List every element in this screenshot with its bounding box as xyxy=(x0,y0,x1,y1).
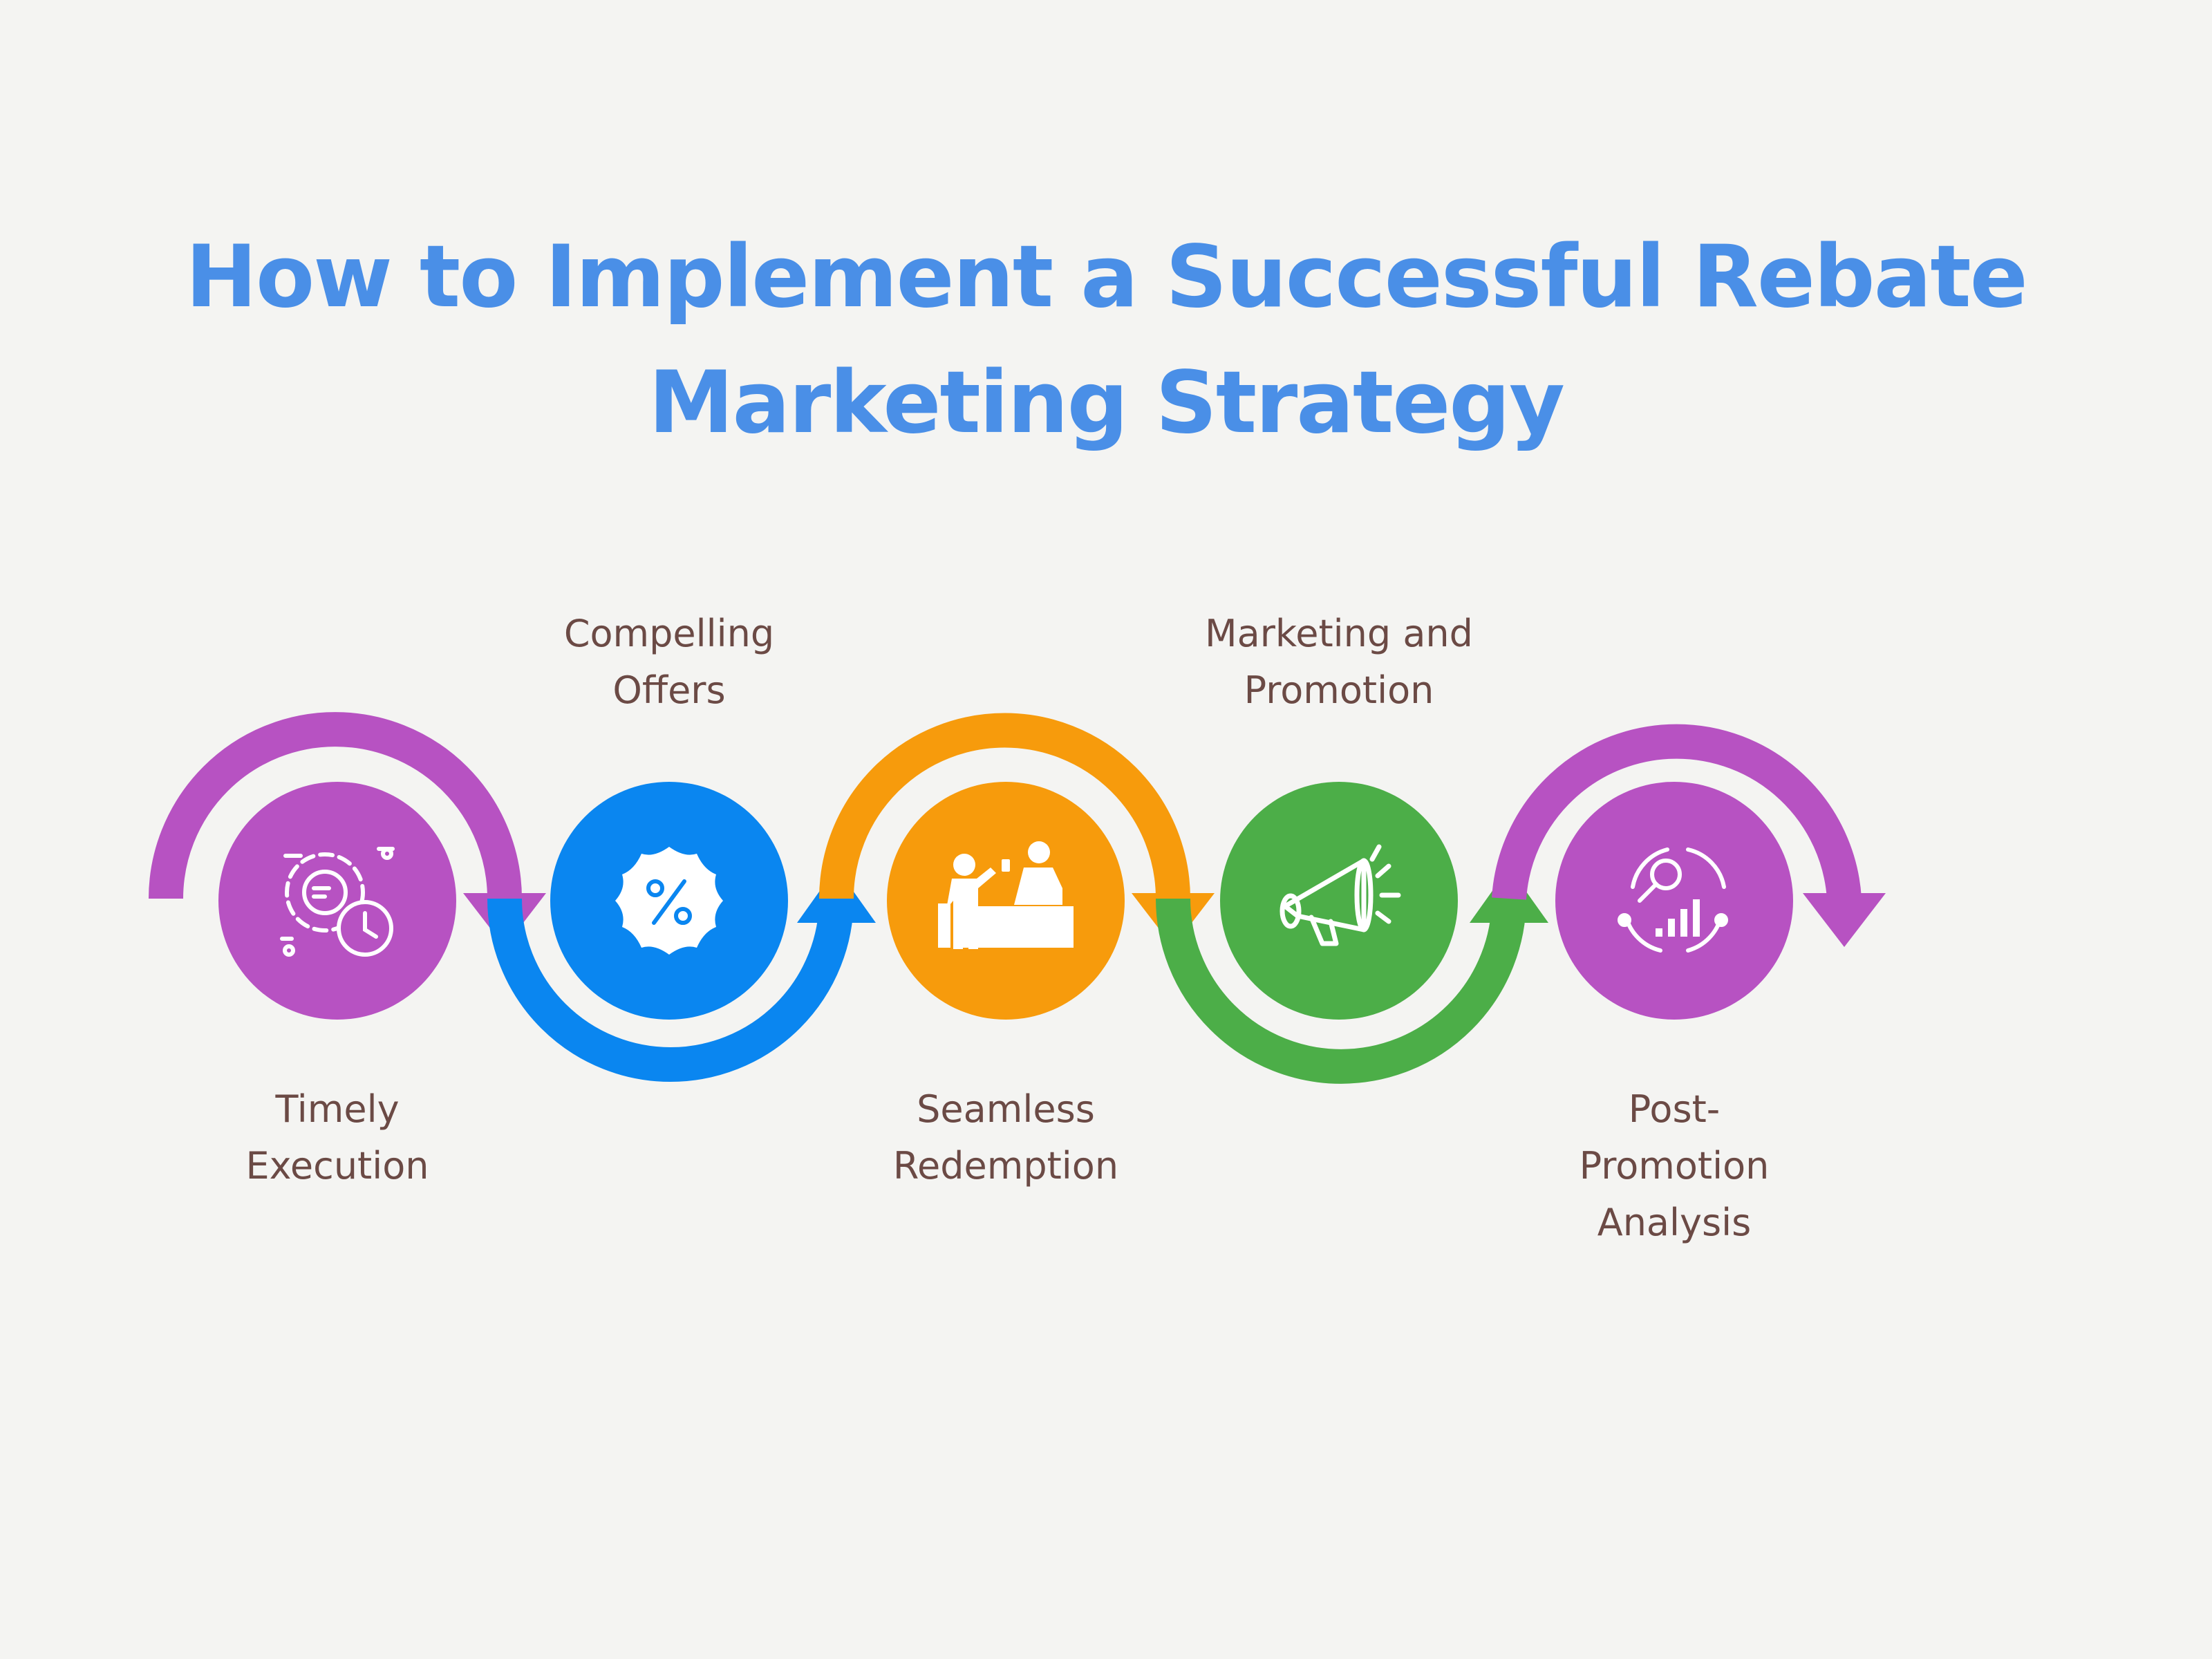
step-label-line: Promotion xyxy=(1244,668,1434,712)
step-label-3: Seamless Redemption xyxy=(826,1081,1185,1194)
step-label-line: Offers xyxy=(612,668,726,712)
counter-service-icon xyxy=(938,841,1074,949)
title-line-1: How to Implement a Successful Rebate xyxy=(185,227,2028,327)
step-label-line: Analysis xyxy=(1597,1201,1752,1244)
step-label-1: Timely Execution xyxy=(158,1081,517,1194)
step-label-line: Compelling xyxy=(563,612,775,655)
step-label-2: Compelling Offers xyxy=(489,606,849,719)
step-label-4: Marketing and Promotion xyxy=(1159,606,1519,719)
gear-clock-icon xyxy=(280,847,395,957)
megaphone-icon xyxy=(1280,844,1401,946)
step-label-5: Post- Promotion Analysis xyxy=(1494,1081,1854,1251)
step-label-line: Post- xyxy=(1628,1087,1721,1131)
step-circle-3 xyxy=(887,782,1125,1020)
step-label-line: Timely xyxy=(275,1087,400,1131)
analytics-cycle-icon xyxy=(1618,847,1728,953)
page-title: How to Implement a Successful Rebate Mar… xyxy=(0,214,2212,466)
step-label-line: Execution xyxy=(245,1144,429,1188)
step-circle-4 xyxy=(1220,782,1458,1020)
step-label-line: Marketing and xyxy=(1205,612,1473,655)
step-circle-5 xyxy=(1555,782,1793,1020)
step-label-line: Redemption xyxy=(892,1144,1119,1188)
step-label-line: Promotion xyxy=(1579,1144,1770,1188)
percent-badge-icon xyxy=(615,847,723,955)
title-line-2: Marketing Strategy xyxy=(648,353,1565,453)
step-circle-1 xyxy=(218,782,456,1020)
arc-arrow-5 xyxy=(1492,724,1886,947)
step-label-line: Seamless xyxy=(917,1087,1095,1131)
